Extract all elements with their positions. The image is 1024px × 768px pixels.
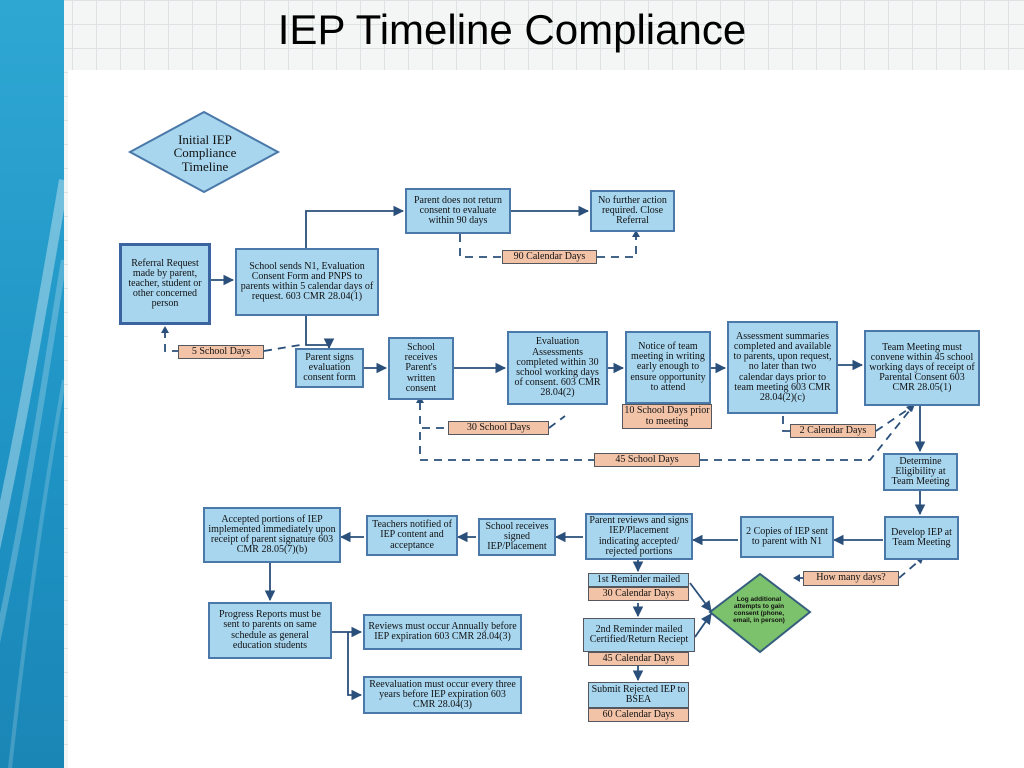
parent-not-return-box: Parent does not return consent to evalua… [405,188,511,234]
two-calendar-days-label: 2 Calendar Days [790,424,876,438]
dashed-ninety-days [459,234,637,258]
thirty-school-days-label: 30 School Days [448,421,549,435]
slide-title: IEP Timeline Compliance [277,6,747,53]
start-diamond [127,110,281,194]
assessment-summaries-box: Assessment summaries completed and avail… [727,321,838,414]
forty-five-calendar-days-label: 45 Calendar Days [588,652,689,666]
school-receives-signed-box: School receives signed IEP/Placement [478,518,556,556]
parent-reviews-box: Parent reviews and signs IEP/Placement i… [585,513,693,560]
accepted-portions-box: Accepted portions of IEP implemented imm… [203,507,341,563]
team-meeting-convene-box: Team Meeting must convene within 45 scho… [864,330,980,406]
connector-reminder2-to-log [694,613,712,638]
no-further-action-box: No further action required. Close Referr… [590,190,675,232]
log-attempts-label: Log additional attempts to gain consent … [733,595,785,625]
referral-request-box: Referral Request made by parent, teacher… [119,243,211,325]
evaluation-assessments-box: Evaluation Assessments completed within … [507,331,608,405]
school-sends-n1-box: School sends N1, Evaluation Consent Form… [235,248,379,316]
ten-school-days-label: 10 School Days prior to meeting [622,404,712,429]
thirty-calendar-days-label: 30 Calendar Days [588,587,689,601]
connector-school-sends-to-parent-signs [305,316,335,350]
parent-signs-box: Parent signs evaluation consent form [295,348,364,388]
reviews-annually-box: Reviews must occur Annually before IEP e… [363,614,522,650]
forty-five-school-days-label: 45 School Days [594,453,700,467]
dashed-thirty-school-days [419,402,566,429]
teachers-notified-box: Teachers notified of IEP content and acc… [366,515,458,556]
how-many-days-label: How many days? [803,571,899,586]
reminder2-box: 2nd Reminder mailed Certified/Return Rec… [583,618,695,652]
connector-progress-to-reevaluation [347,632,363,701]
decorative-sidebar [0,0,64,768]
dashed-forty-five-days [419,409,911,461]
arrowhead-five-school-days [161,326,169,333]
arrowhead-ninety-days [632,230,640,237]
reminder1-label: 1st Reminder mailed [588,573,689,587]
start-diamond-label: Initial IEP Compliance Timeline [173,131,237,174]
two-copies-box: 2 Copies of IEP sent to parent with N1 [740,516,834,558]
progress-reports-box: Progress Reports must be sent to parents… [208,602,332,659]
school-receives-consent-box: School receives Parent's written consent [388,337,454,400]
reevaluation-box: Reevaluation must occur every three year… [363,676,522,714]
ninety-calendar-days-label: 90 Calendar Days [502,250,597,264]
connector-school-sends-to-parent-not-return [305,205,405,248]
connector-reminder1-to-log [689,582,712,612]
arrowhead-two-copies-left [793,574,800,582]
dashed-five-school-days [164,330,307,352]
dashed-two-calendar-days [782,407,911,432]
arrowhead-two-calendar-days [907,404,915,412]
notice-team-meeting-box: Notice of team meeting in writing early … [625,331,711,404]
five-school-days-label: 5 School Days [178,345,264,359]
sidebar-swirl-graphic [0,179,64,768]
develop-iep-box: Develop IEP at Team Meeting [884,516,959,560]
determine-eligibility-box: Determine Eligibility at Team Meeting [883,453,958,491]
submit-rejected-box: Submit Rejected IEP to BSEA [588,682,689,708]
sixty-calendar-days-label: 60 Calendar Days [588,708,689,722]
log-attempts-diamond [708,572,812,654]
